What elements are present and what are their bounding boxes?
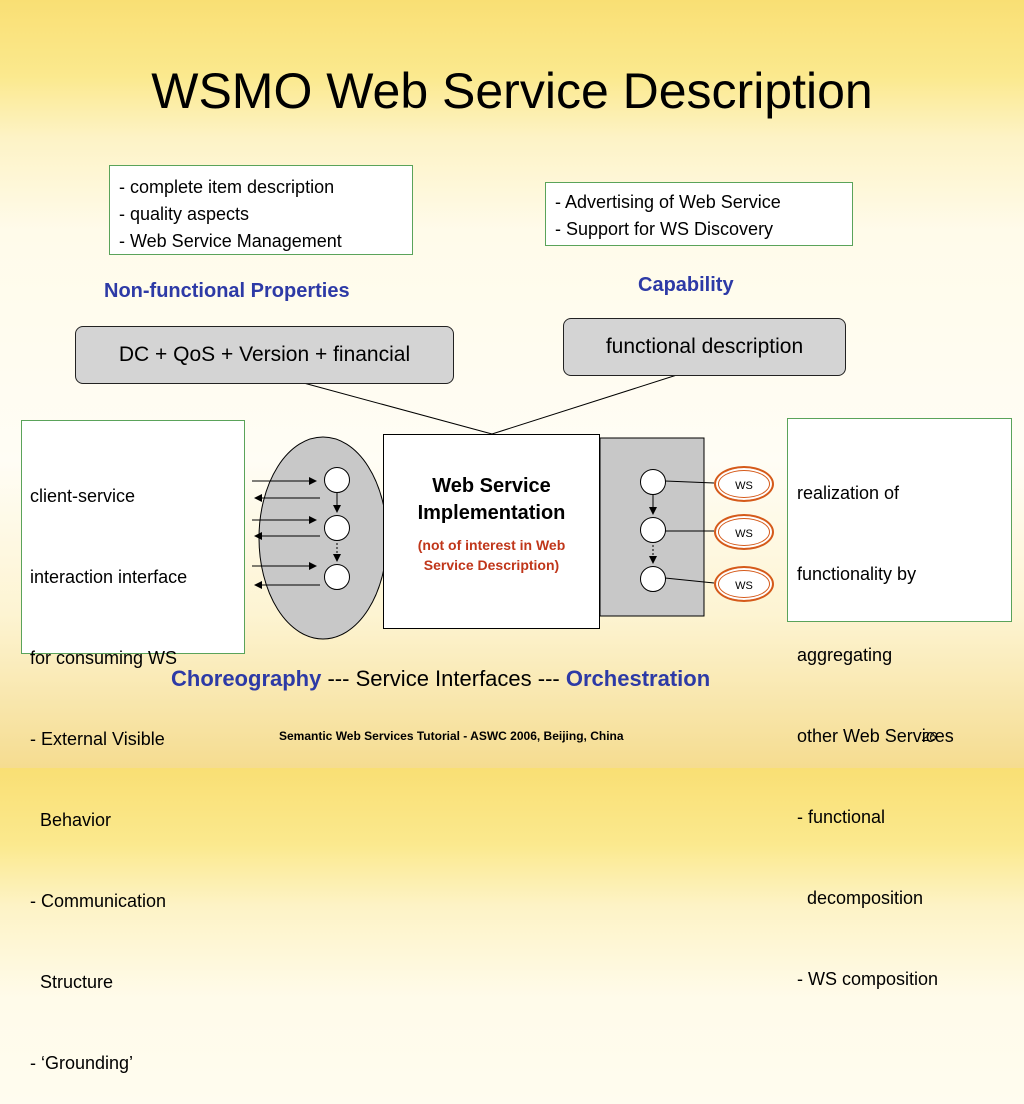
capability-description-line: - Advertising of Web Service <box>555 192 781 212</box>
interface-diagram <box>252 436 715 640</box>
choreography-description-line: - Communication <box>30 891 167 911</box>
nfp-heading: Non-functional Properties <box>104 280 350 302</box>
capability-heading: Capability <box>638 274 734 296</box>
page-number: 26 <box>922 729 937 744</box>
service-interfaces-label: --- Service Interfaces --- <box>327 666 560 691</box>
implementation-box: Web Service Implementation (not of inter… <box>383 434 600 629</box>
choreography-description-line: - External Visible <box>30 729 165 749</box>
choreography-state-node <box>324 564 350 590</box>
choreography-description-line: - ‘Grounding’ <box>30 1053 134 1073</box>
nfp-description-box: - complete item description - quality as… <box>109 165 413 255</box>
orchestration-description-line: - functional <box>797 807 886 827</box>
choreography-ellipse <box>258 436 388 640</box>
slide-title: WSMO Web Service Description <box>151 63 873 119</box>
orchestration-state-node <box>640 517 666 543</box>
orchestration-description-line: - WS composition <box>797 969 939 989</box>
implementation-note: (not of interest in Web Service Descript… <box>417 537 566 573</box>
orchestration-state-node <box>640 469 666 495</box>
ws-ellipse: WS <box>714 566 774 602</box>
implementation-title: Web Service Implementation <box>417 475 566 524</box>
choreography-description-line: client-service <box>30 486 136 506</box>
nfp-description-line: - quality aspects <box>119 204 250 224</box>
choreography-description-line: for consuming WS <box>30 648 178 668</box>
orchestration-description-line: aggregating <box>797 645 893 665</box>
orchestration-description-line: decomposition <box>797 888 924 908</box>
capability-element-box: functional description <box>563 318 846 376</box>
capability-description-line: - Support for WS Discovery <box>555 219 774 239</box>
choreography-label: Choreography <box>171 666 322 691</box>
choreography-description-line: interaction interface <box>30 567 188 587</box>
orchestration-label: Orchestration <box>565 666 711 691</box>
service-interfaces-caption: Choreography --- Service Interfaces --- … <box>171 666 710 692</box>
orchestration-description-line: realization of <box>797 483 900 503</box>
choreography-state-node <box>324 515 350 541</box>
nfp-description-line: - complete item description <box>119 177 335 197</box>
choreography-description-line: Structure <box>30 972 114 992</box>
connector-lines <box>299 373 681 435</box>
ws-ellipse: WS <box>714 514 774 550</box>
nfp-element-box: DC + QoS + Version + financial <box>75 326 454 384</box>
nfp-description-line: - Web Service Management <box>119 231 342 251</box>
choreography-state-node <box>324 467 350 493</box>
ws-ellipse: WS <box>714 466 774 502</box>
capability-description-box: - Advertising of Web Service - Support f… <box>545 182 853 246</box>
choreography-description-line: Behavior <box>30 810 112 830</box>
orchestration-description-line: other Web Services <box>797 726 954 746</box>
slide-footer: Semantic Web Services Tutorial - ASWC 20… <box>279 729 624 743</box>
orchestration-description-line: functionality by <box>797 564 917 584</box>
orchestration-state-node <box>640 566 666 592</box>
